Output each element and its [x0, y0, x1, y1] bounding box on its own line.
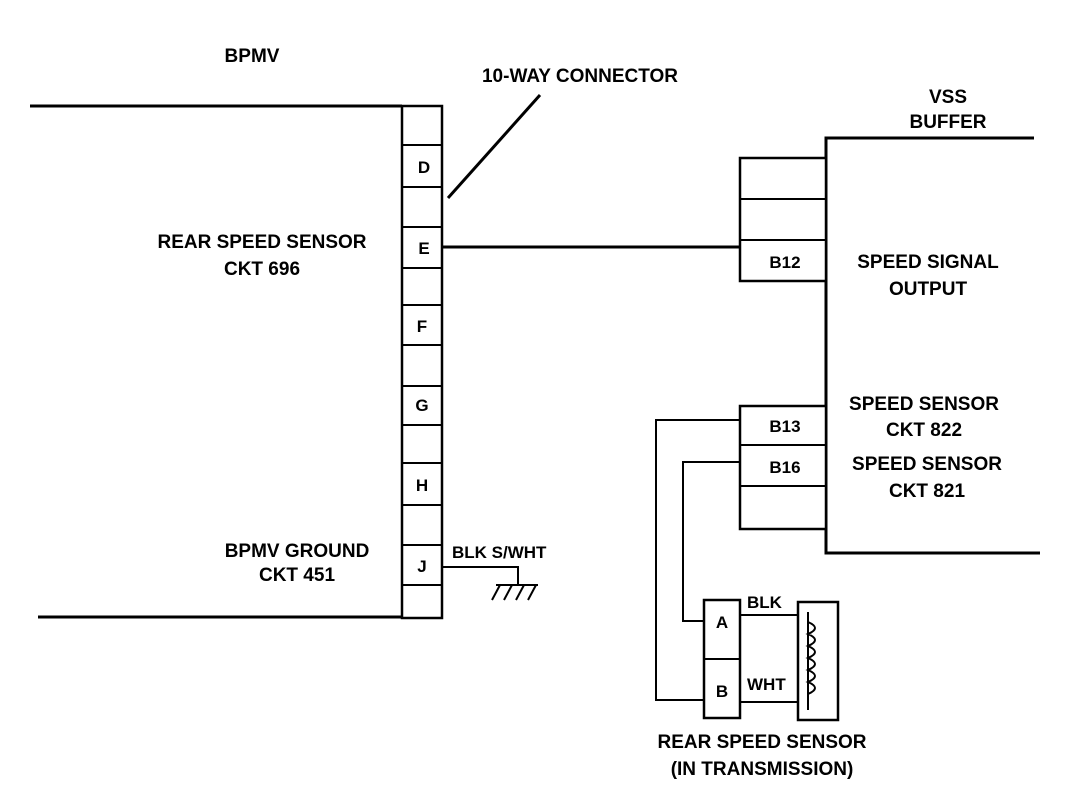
- sensor-wht-label: WHT: [747, 675, 786, 694]
- connector-pin-j: J: [417, 557, 426, 576]
- bpmv-module: BPMV: [30, 46, 402, 619]
- ground-wire: [442, 566, 519, 585]
- vss-buffer-outline: [824, 136, 1040, 555]
- vss-pin-b16: B16: [769, 458, 800, 477]
- ckt-821-wire: [682, 461, 740, 622]
- sensor-pin-a: A: [716, 613, 728, 632]
- speed-signal-label: SPEED SIGNAL: [857, 252, 999, 273]
- sensor-blk-label: BLK: [747, 593, 783, 612]
- ground-circuit: BLK S/WHT: [442, 543, 547, 601]
- bpmv-housing-outline: [30, 104, 402, 619]
- vss-lower-connector: [738, 404, 828, 531]
- ckt-822-label: CKT 822: [886, 420, 962, 441]
- sensor-label-line2: (IN TRANSMISSION): [671, 759, 854, 780]
- connector-pin-f: F: [417, 317, 427, 336]
- connector-callout-label: 10-WAY CONNECTOR: [482, 66, 678, 87]
- ckt-822-wire: [655, 419, 740, 701]
- ground-wire-color-label: BLK S/WHT: [452, 543, 547, 562]
- connector-pin-h: H: [416, 476, 428, 495]
- connector-body: [400, 104, 444, 620]
- vss-buffer-module: VSS BUFFER B12 B13 B16 SPEED SIGNAL OUTP…: [738, 87, 1040, 555]
- rear-speed-sensor: A B BLK WHT REAR SPEED SENSOR (IN TRANSM…: [657, 593, 866, 780]
- ckt-821-label: CKT 821: [889, 481, 965, 502]
- sensor-pin-b: B: [716, 682, 728, 701]
- vss-lower-connector-dividers: [740, 444, 826, 487]
- vss-upper-connector: [738, 156, 828, 283]
- bpmv-title: BPMV: [225, 46, 280, 67]
- connector-callout-leader: [446, 94, 542, 199]
- output-label: OUTPUT: [889, 279, 968, 300]
- ckt-696-label: CKT 696: [224, 259, 300, 280]
- speed-sensor-label-2: SPEED SENSOR: [852, 454, 1002, 475]
- bpmv-ground-label: BPMV GROUND: [225, 541, 370, 562]
- ground-icon: [491, 584, 538, 601]
- sensor-label-line1: REAR SPEED SENSOR: [657, 732, 866, 753]
- vss-title-line1: VSS: [929, 87, 967, 108]
- vss-upper-connector-dividers: [740, 198, 826, 241]
- speed-sensor-label-1: SPEED SENSOR: [849, 394, 999, 415]
- connector-cavity-dividers: [402, 144, 442, 586]
- sensor-coil-housing: [796, 600, 840, 722]
- ten-way-connector: D E F G H J 10-WAY CONNECTOR: [400, 66, 678, 620]
- connector-pin-e: E: [418, 239, 429, 258]
- vss-pin-b12: B12: [769, 253, 800, 272]
- connector-pin-d: D: [418, 158, 430, 177]
- rear-speed-sensor-label: REAR SPEED SENSOR: [157, 232, 366, 253]
- vss-title-line2: BUFFER: [909, 112, 986, 133]
- connector-pin-g: G: [415, 396, 428, 415]
- ckt-451-label: CKT 451: [259, 565, 335, 586]
- coil-icon: [805, 621, 816, 695]
- vss-pin-b13: B13: [769, 417, 800, 436]
